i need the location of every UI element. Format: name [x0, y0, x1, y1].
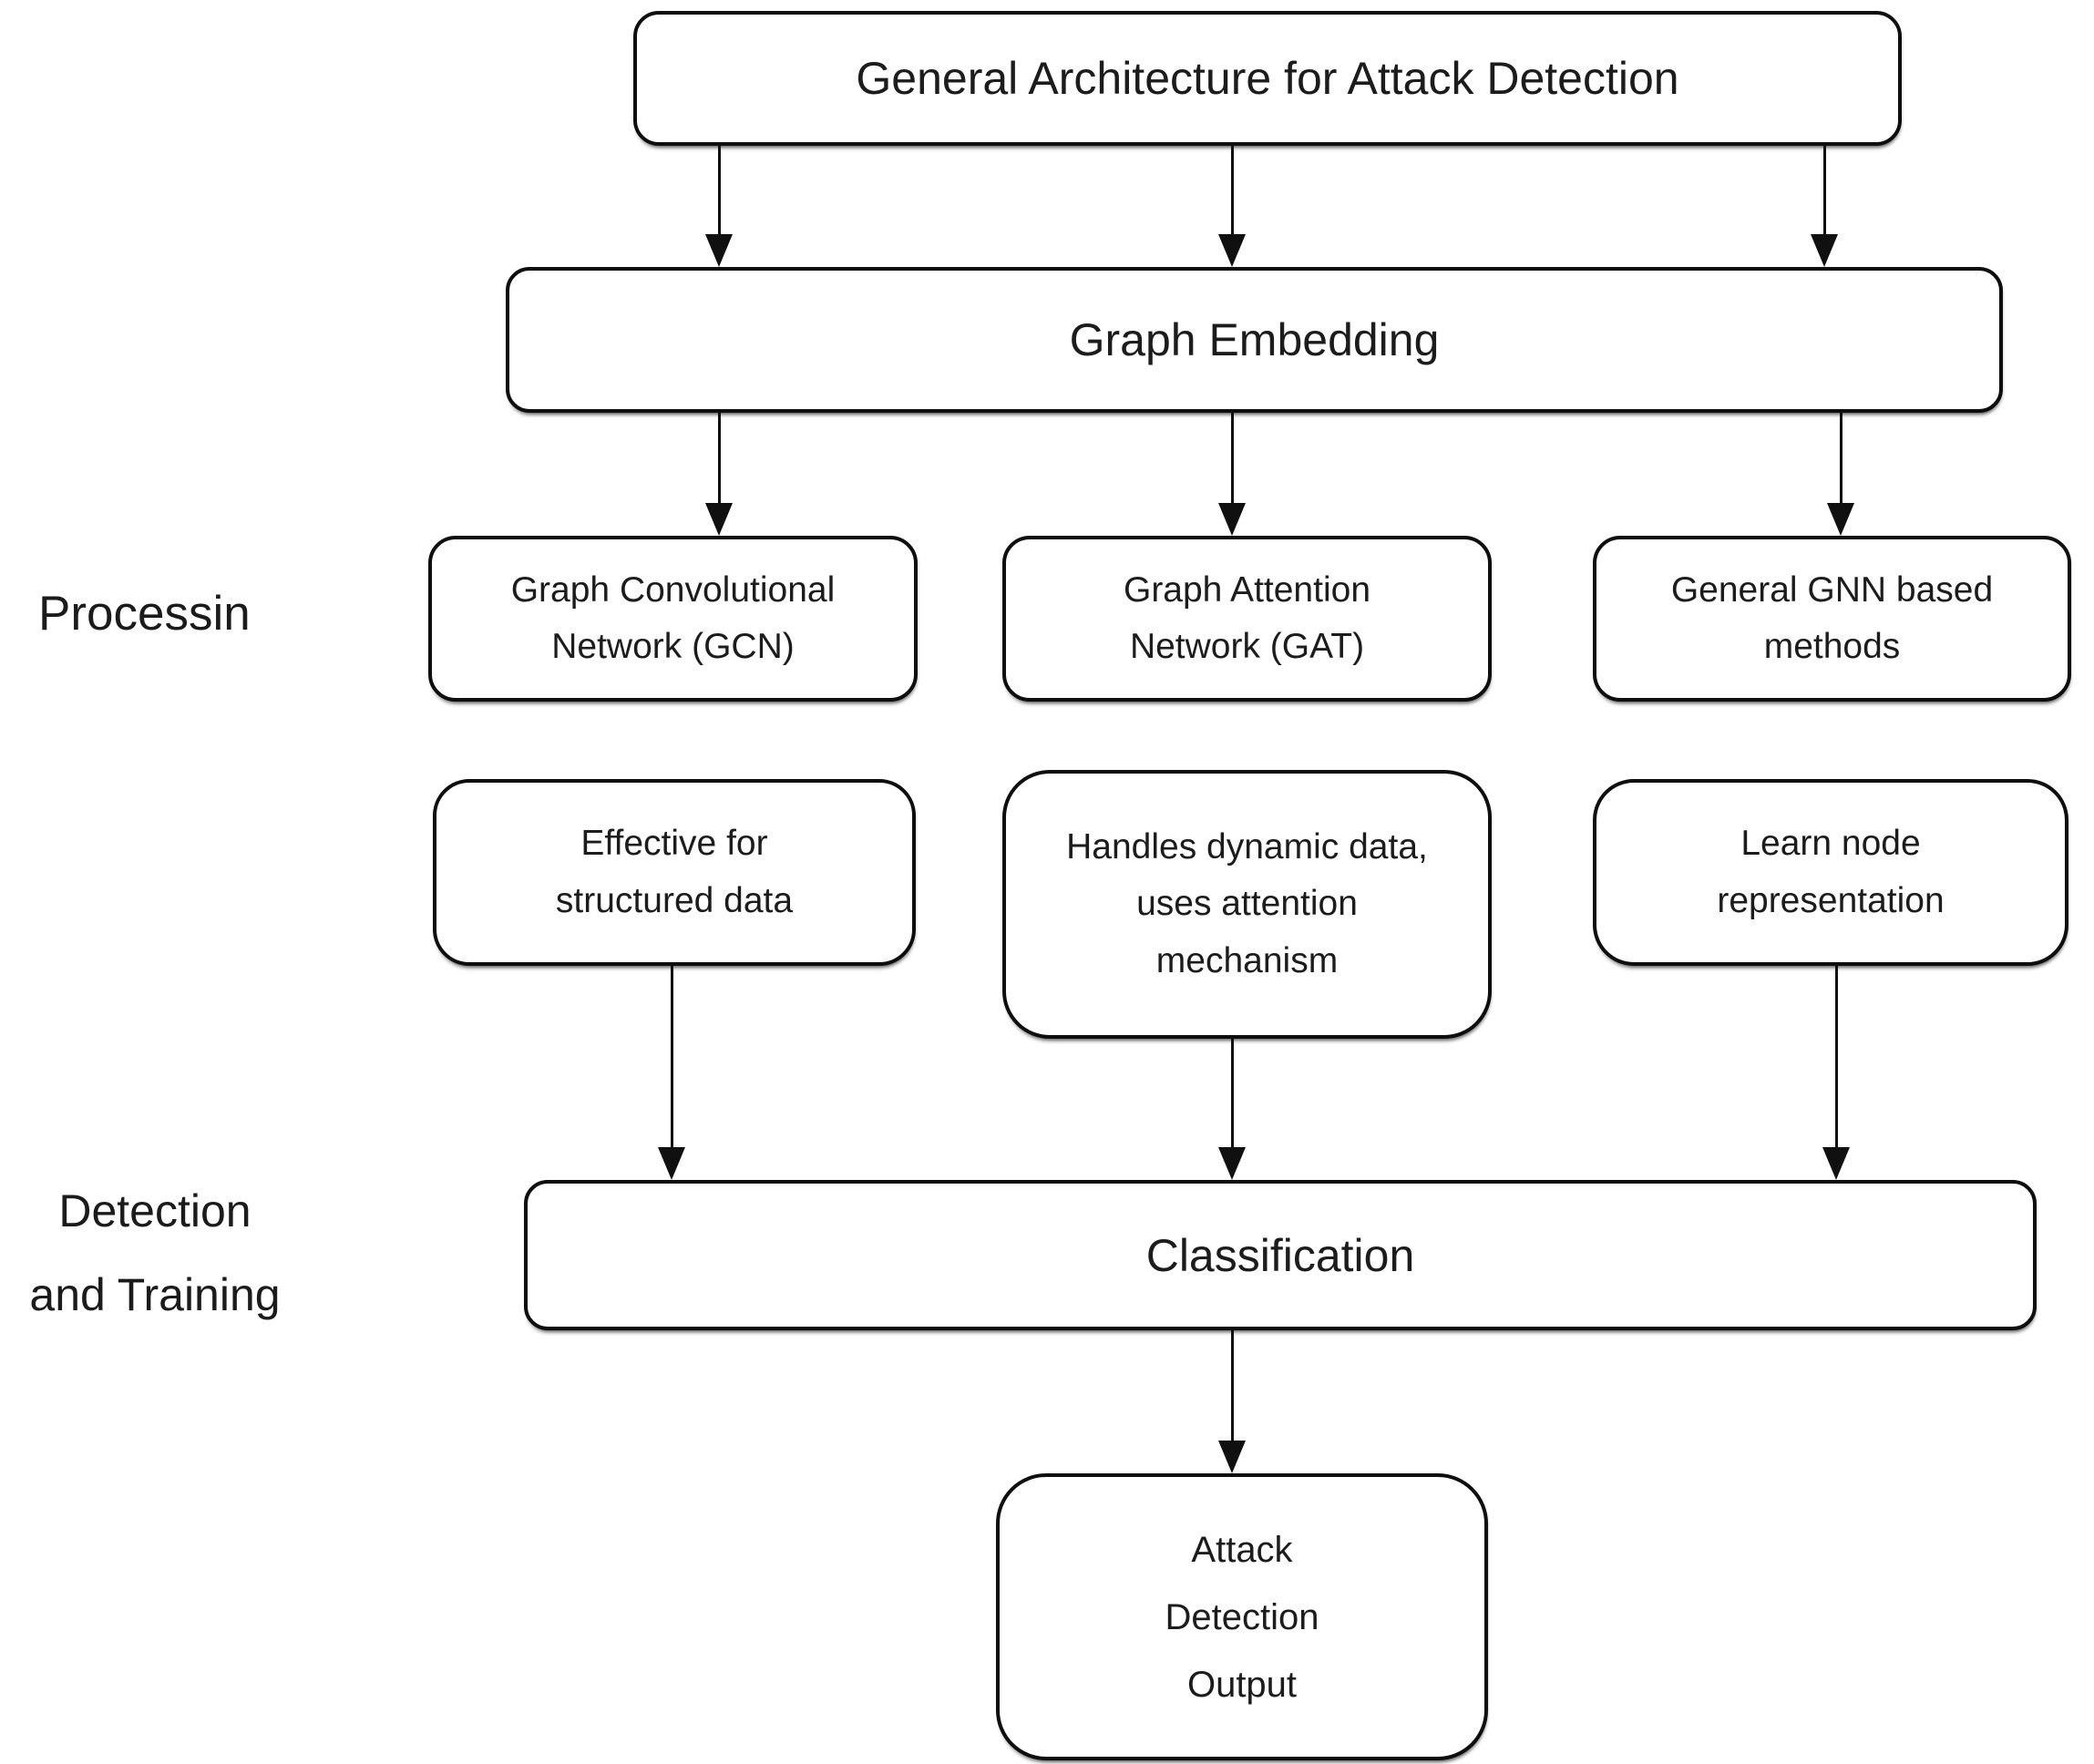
node-gcn-note-label: Effective for structured data — [555, 824, 794, 920]
node-general-gnn: General GNN based methods — [1593, 536, 2071, 702]
arrow-embedding-to-general-gnn — [1839, 413, 1843, 503]
node-gnn-note-label: Learn node representation — [1717, 824, 1945, 920]
node-classification: Classification — [524, 1180, 2037, 1330]
node-general-gnn-label: General GNN based methods — [1670, 569, 1994, 666]
node-graph-embedding: Graph Embedding — [506, 267, 2003, 413]
node-gat-note: Handles dynamic data, uses attention mec… — [1002, 770, 1492, 1039]
stage-label-detection-and-training: Detection and Training — [29, 1185, 281, 1320]
arrow-embedding-to-gat — [1230, 413, 1234, 503]
node-gcn: Graph Convolutional Network (GCN) — [428, 536, 918, 702]
stage-label-processing: Processin — [38, 587, 251, 641]
node-classification-label: Classification — [1145, 1229, 1415, 1281]
node-gcn-label: Graph Convolutional Network (GCN) — [510, 569, 836, 666]
node-general-architecture-label: General Architecture for Attack Detectio… — [856, 53, 1679, 104]
arrow-embedding-to-gcn — [717, 413, 721, 503]
node-gcn-note: Effective for structured data — [433, 779, 916, 966]
arrow-architecture-to-embedding-left — [717, 146, 721, 234]
node-attack-detection-output: Attack Detection Output — [996, 1473, 1488, 1760]
node-gat-note-label: Handles dynamic data, uses attention mec… — [1066, 826, 1428, 980]
arrow-gcn-note-to-classification — [670, 966, 673, 1147]
node-gnn-note: Learn node representation — [1593, 779, 2068, 966]
node-graph-embedding-label: Graph Embedding — [1069, 314, 1440, 365]
node-attack-detection-output-label: Attack Detection Output — [1165, 1529, 1319, 1705]
arrow-architecture-to-embedding-middle — [1230, 146, 1234, 234]
arrow-gnn-note-to-classification — [1834, 966, 1838, 1147]
node-general-architecture: General Architecture for Attack Detectio… — [633, 11, 1902, 146]
node-gat-label: Graph Attention Network (GAT) — [1123, 569, 1371, 666]
arrow-gat-note-to-classification — [1230, 1039, 1234, 1147]
arrow-classification-to-output — [1230, 1330, 1234, 1441]
arrow-architecture-to-embedding-right — [1822, 146, 1826, 234]
node-gat: Graph Attention Network (GAT) — [1002, 536, 1492, 702]
